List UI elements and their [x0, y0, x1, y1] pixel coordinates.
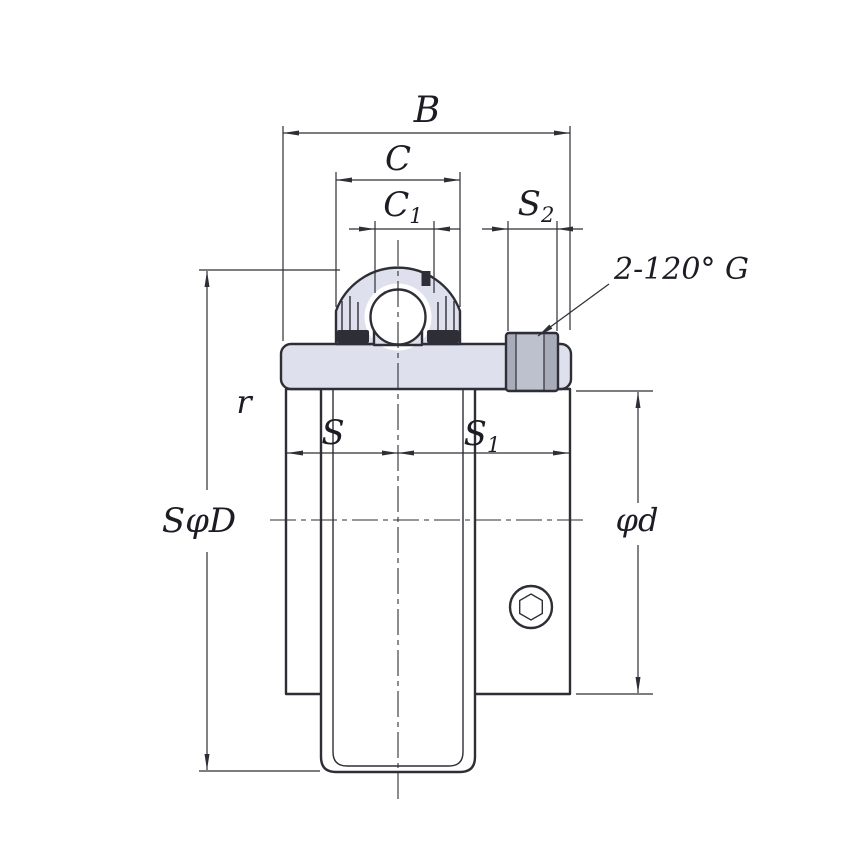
label-B: B	[413, 90, 440, 131]
seal-contact	[337, 330, 369, 343]
collar-face	[516, 335, 544, 389]
label-S1-sub: 1	[487, 432, 500, 457]
label-C1-sub: 1	[409, 203, 422, 228]
label-r: r	[236, 383, 253, 421]
locking-collar	[504, 331, 560, 393]
centerlines	[270, 240, 588, 802]
dimension-S2	[482, 221, 583, 331]
label-S1: S1	[464, 414, 501, 457]
label-C1: C1	[383, 185, 422, 228]
label-set-screw-note: 2-120° G	[613, 252, 749, 287]
dimension-C1	[349, 221, 460, 293]
label-S2-sub: 2	[540, 202, 554, 227]
label-C: C	[385, 139, 411, 179]
dimension-shaft-diameter	[576, 390, 653, 695]
dimension-sphere-diameter	[199, 269, 340, 772]
bearing-section	[334, 266, 462, 351]
hex-socket-icon	[519, 593, 543, 621]
set-screw-front	[508, 584, 554, 630]
lube-slot	[421, 271, 431, 286]
labels: B C C1 S2 2-120° G r S S1 SφD φd	[162, 90, 749, 541]
set-screw-circle	[508, 584, 554, 630]
label-S: S	[321, 413, 344, 453]
seal-right	[427, 296, 459, 343]
label-S2: S2	[518, 184, 555, 227]
label-shaft-diameter: φd	[616, 501, 659, 539]
leader-set-screw	[537, 283, 610, 337]
seal-left	[337, 296, 369, 343]
label-S2-base: S	[518, 184, 541, 224]
label-C1-base: C	[383, 185, 409, 225]
leader-line	[537, 283, 610, 337]
dimension-C	[335, 172, 461, 307]
label-sphere-diameter: SφD	[162, 501, 236, 541]
label-S1-base: S	[464, 414, 487, 454]
seal-contact	[427, 330, 459, 343]
